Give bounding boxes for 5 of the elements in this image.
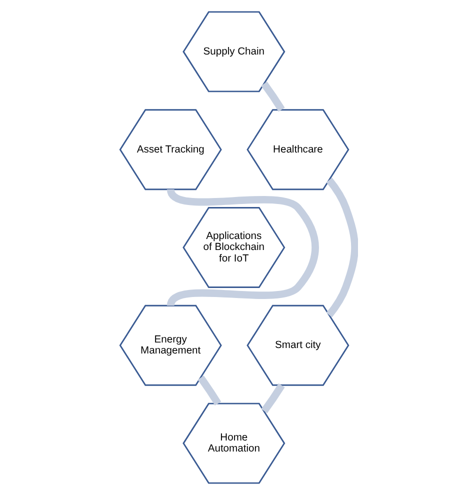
connector bbox=[326, 177, 358, 317]
connector bbox=[166, 188, 318, 306]
connector bbox=[197, 375, 221, 405]
connector bbox=[260, 81, 284, 112]
connector bbox=[260, 382, 284, 413]
